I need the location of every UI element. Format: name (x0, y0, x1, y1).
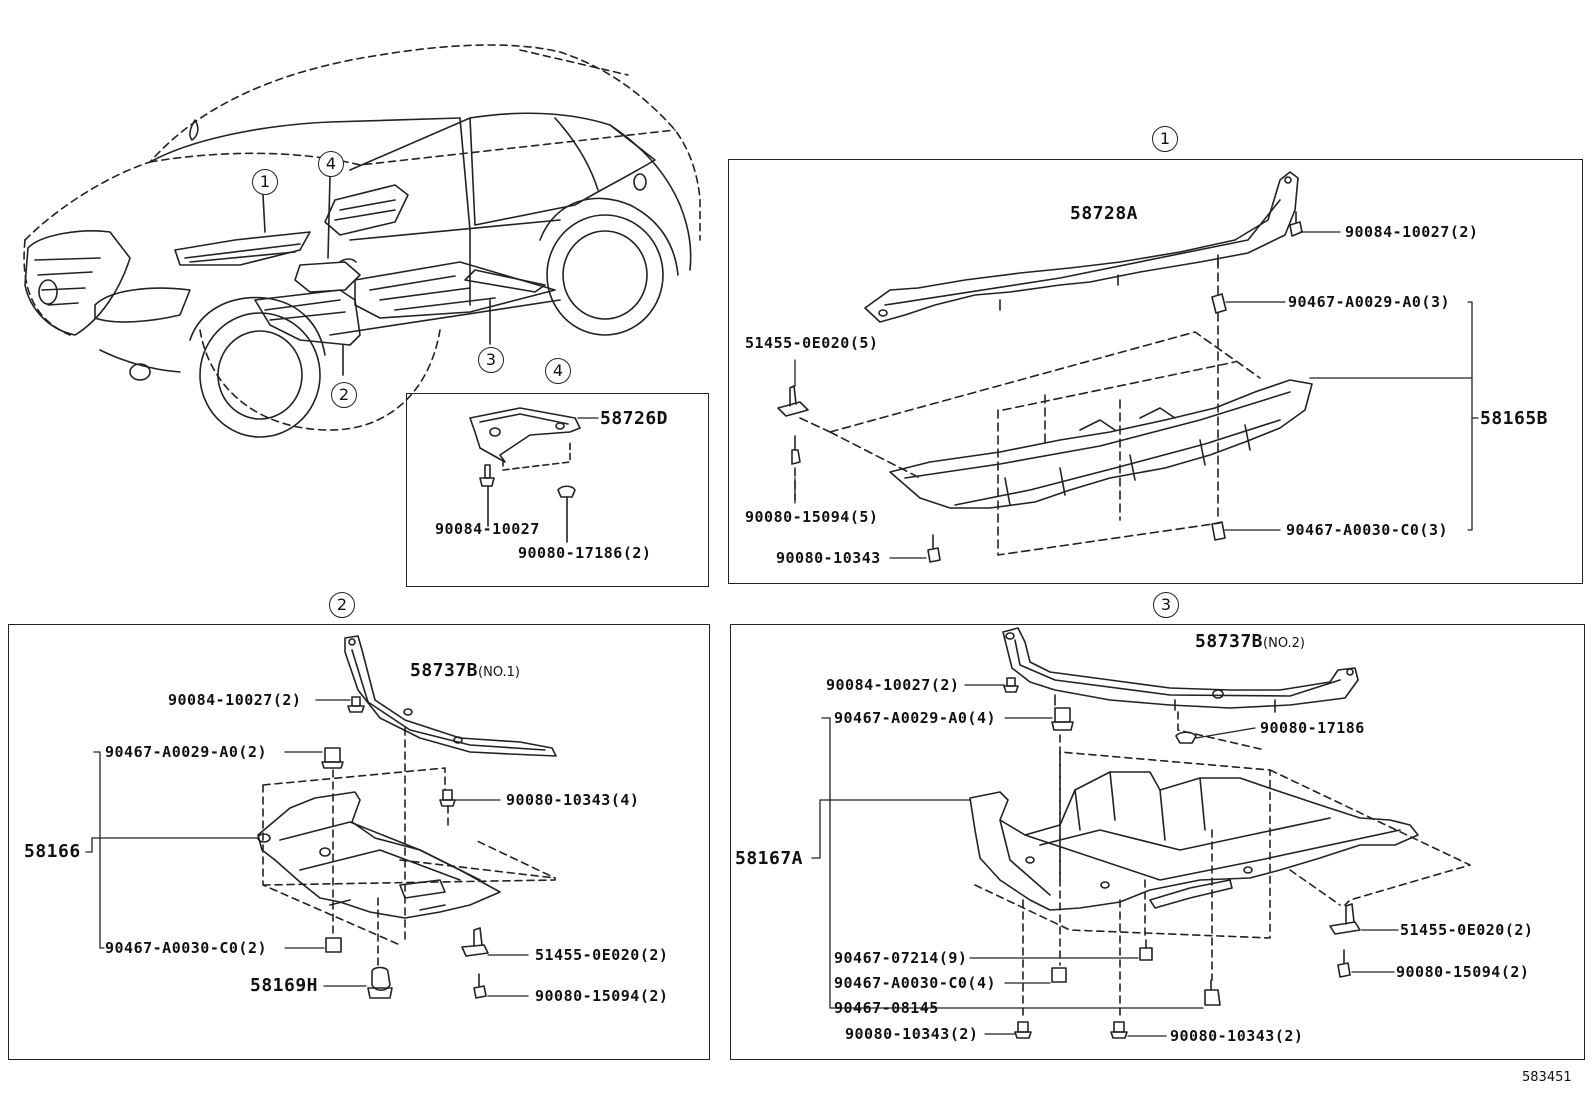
part-label-58166: 58166 (24, 841, 81, 862)
part-label-58737B-no1: 58737B(NO.1) (410, 662, 520, 680)
panel4-parts (469, 407, 581, 543)
part-label-90080-17186-p4: 90080-17186(2) (518, 544, 652, 562)
part-label-90467-A0030-p3: 90467-A0030-C0(4) (834, 974, 997, 992)
overview-leaders (262, 175, 491, 376)
brace-number: 58737B (1195, 631, 1264, 652)
callout-leaders (85, 231, 1479, 1037)
panel-1-frame (728, 159, 1583, 584)
part-label-58726D: 58726D (600, 408, 669, 429)
brace-note: (NO.1) (478, 665, 521, 680)
part-label-90080-15094-p3: 90080-15094(2) (1396, 963, 1530, 981)
brace-number: 58737B (410, 660, 479, 681)
part-label-90080-10343-p2: 90080-10343(4) (506, 791, 640, 809)
marker-2-overview: 2 (331, 382, 357, 408)
marker-4-overview: 4 (318, 151, 344, 177)
marker-1-overview: 1 (252, 169, 278, 195)
part-label-51455-0E020-p1: 51455-0E020(5) (745, 334, 879, 352)
panel-3-frame (730, 624, 1585, 1060)
vehicle-outline (23, 44, 701, 438)
part-label-90084-10027-p4: 90084-10027 (435, 520, 540, 538)
panel-4-frame (406, 393, 709, 587)
part-label-90467-A0030-p2: 90467-A0030-C0(2) (105, 939, 268, 957)
part-label-51455-0E020-p2: 51455-0E020(2) (535, 946, 669, 964)
part-label-90467-08145: 90467-08145 (834, 999, 939, 1017)
part-label-58728A: 58728A (1070, 203, 1139, 224)
marker-1-panel: 1 (1152, 126, 1178, 152)
part-label-90467-A0029-p1: 90467-A0029-A0(3) (1288, 293, 1451, 311)
figure-number: 583451 (1522, 1070, 1572, 1085)
marker-3-overview: 3 (478, 347, 504, 373)
panel1-parts (777, 171, 1313, 563)
part-label-90080-15094-p1: 90080-15094(5) (745, 508, 879, 526)
marker-4-panel: 4 (545, 358, 571, 384)
panel-2-frame (8, 624, 710, 1060)
marker-3-panel: 3 (1153, 592, 1179, 618)
part-label-90084-10027-p1: 90084-10027(2) (1345, 223, 1479, 241)
marker-2-panel: 2 (329, 592, 355, 618)
part-label-90080-15094-p2: 90080-15094(2) (535, 987, 669, 1005)
part-label-90080-10343-p3-mid: 90080-10343(2) (1170, 1027, 1304, 1045)
part-label-90467-A0029-p2: 90467-A0029-A0(2) (105, 743, 268, 761)
part-label-90080-17186-p3: 90080-17186 (1260, 719, 1365, 737)
brace-note: (NO.2) (1263, 636, 1306, 651)
part-label-51455-0E020-p3: 51455-0E020(2) (1400, 921, 1534, 939)
part-label-90084-10027-p3: 90084-10027(2) (826, 676, 960, 694)
part-label-90080-10343-p3-left: 90080-10343(2) (845, 1025, 979, 1043)
part-label-58737B-no2: 58737B(NO.2) (1195, 633, 1305, 651)
panel2-parts (257, 635, 557, 999)
part-label-58165B: 58165B (1480, 408, 1549, 429)
part-label-58169H: 58169H (250, 975, 319, 996)
part-label-90467-A0029-p3: 90467-A0029-A0(4) (834, 709, 997, 727)
panel3-parts (969, 627, 1471, 1039)
part-label-90467-A0030-p1: 90467-A0030-C0(3) (1286, 521, 1449, 539)
part-label-90084-10027-p2: 90084-10027(2) (168, 691, 302, 709)
part-label-58167A: 58167A (735, 848, 804, 869)
part-label-90080-10343-p1: 90080-10343 (776, 549, 881, 567)
part-label-90467-07214: 90467-07214(9) (834, 949, 968, 967)
